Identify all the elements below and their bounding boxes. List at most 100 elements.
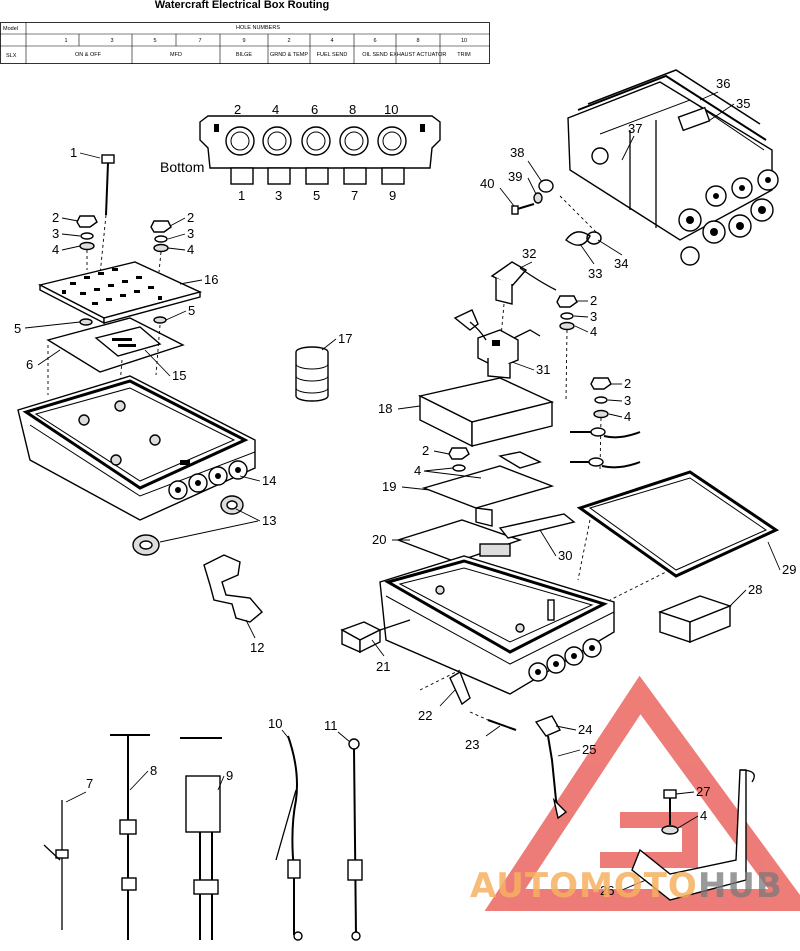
callout-4: 4	[700, 808, 707, 823]
callout-37: 37	[628, 121, 642, 136]
callout-34: 34	[614, 256, 628, 271]
callout-2: 2	[422, 443, 429, 458]
main-electrical-box	[379, 555, 615, 695]
callout-31: 31	[536, 362, 550, 377]
callout-4: 4	[52, 242, 59, 257]
hardware-stack-center	[556, 295, 578, 401]
callout-8: 8	[150, 763, 157, 778]
callout-18: 18	[378, 401, 392, 416]
callout-32: 32	[522, 246, 536, 261]
callout-12: 12	[250, 640, 264, 655]
callout-15: 15	[172, 368, 186, 383]
wire-7	[43, 800, 69, 930]
hole-number: 10	[461, 38, 467, 44]
bolt-washer-set	[511, 179, 554, 215]
callout-14: 14	[262, 473, 276, 488]
relay-module	[657, 595, 733, 644]
assembled-box	[567, 69, 779, 266]
callout-38: 38	[510, 145, 524, 160]
callout-28: 28	[748, 582, 762, 597]
hole-label: 3	[275, 188, 282, 203]
callout-1: 1	[70, 145, 77, 160]
hole-label: 2	[234, 102, 241, 117]
strap	[534, 715, 568, 820]
callout-40: 40	[480, 176, 494, 191]
hole-label: 6	[311, 102, 318, 117]
hole-number: 3	[110, 38, 113, 44]
hole-label: 10	[384, 102, 398, 117]
hole-number: 9	[242, 38, 245, 44]
cable-terminals	[570, 427, 641, 469]
callout-19: 19	[382, 479, 396, 494]
callout-30: 30	[558, 548, 572, 563]
callout-3: 3	[624, 393, 631, 408]
screw-1	[99, 154, 115, 276]
grommets	[132, 495, 244, 556]
callout-39: 39	[508, 169, 522, 184]
callout-29: 29	[782, 562, 796, 577]
hole-number: 5	[153, 38, 156, 44]
hole-numbers-header: HOLE NUMBERS	[236, 25, 280, 31]
callout-33: 33	[588, 266, 602, 281]
lower-electrical-box	[17, 375, 256, 521]
hole-label: 4	[272, 102, 279, 117]
function-label: MFD	[170, 52, 182, 58]
harness-9	[180, 737, 222, 940]
callout-4: 4	[590, 324, 597, 339]
hole-number: 2	[287, 38, 290, 44]
callout-5: 5	[188, 303, 195, 318]
circuit-board	[38, 261, 203, 326]
hole-number: 7	[198, 38, 201, 44]
callout-3: 3	[590, 309, 597, 324]
callout-17: 17	[338, 331, 352, 346]
insulator-plate	[46, 317, 185, 373]
model-header: Model	[3, 26, 18, 32]
watermark-text: AUTOMOTOHUB	[470, 866, 783, 906]
bottom-view-label: Bottom	[160, 159, 204, 175]
hole-number: 8	[416, 38, 419, 44]
fuse-holder	[295, 346, 329, 402]
callout-9: 9	[226, 768, 233, 783]
hole-number: 1	[64, 38, 67, 44]
callout-11: 11	[324, 718, 338, 733]
callout-3: 3	[52, 226, 59, 241]
hole-label: 5	[313, 188, 320, 203]
hardware-stack-right	[150, 220, 172, 273]
callout-10: 10	[268, 716, 282, 731]
function-label: OIL SEND	[362, 52, 387, 58]
function-label: BILGE	[236, 52, 253, 58]
hole-label: 7	[351, 188, 358, 203]
function-label: TRIM	[457, 52, 471, 58]
clip-22	[419, 669, 471, 706]
function-label: EXHAUST ACTUATOR	[390, 52, 447, 58]
bottom-connector-strip	[199, 115, 441, 185]
hole-number: 6	[373, 38, 376, 44]
cable-11	[347, 738, 363, 941]
hole-label: 8	[349, 102, 356, 117]
solenoid-connector	[490, 261, 557, 349]
model-name: SLX	[6, 53, 17, 59]
callout-7: 7	[86, 776, 93, 791]
callout-25: 25	[582, 742, 596, 757]
callout-5: 5	[14, 321, 21, 336]
hole-number-table: Model HOLE NUMBERS 1 3 5 7 9 2 4 6 8 10 …	[0, 22, 490, 64]
function-label: GRND & TEMP	[270, 52, 308, 58]
harness-8	[110, 734, 150, 940]
callout-3: 3	[187, 226, 194, 241]
callout-2: 2	[590, 293, 597, 308]
callout-2: 2	[624, 376, 631, 391]
cable-10	[275, 735, 303, 941]
callout-21: 21	[376, 659, 390, 674]
callout-4: 4	[187, 242, 194, 257]
callout-16: 16	[204, 272, 218, 287]
callout-35: 35	[736, 96, 750, 111]
hole-label: 1	[238, 188, 245, 203]
bracket-12	[203, 554, 263, 623]
page-title: Watercraft Electrical Box Routing	[154, 0, 330, 11]
screw-23	[469, 711, 517, 731]
callout-36: 36	[716, 76, 730, 91]
callout-20: 20	[372, 532, 386, 547]
hardware-stack-right-2	[590, 377, 612, 471]
hardware-stack-left	[76, 215, 98, 270]
